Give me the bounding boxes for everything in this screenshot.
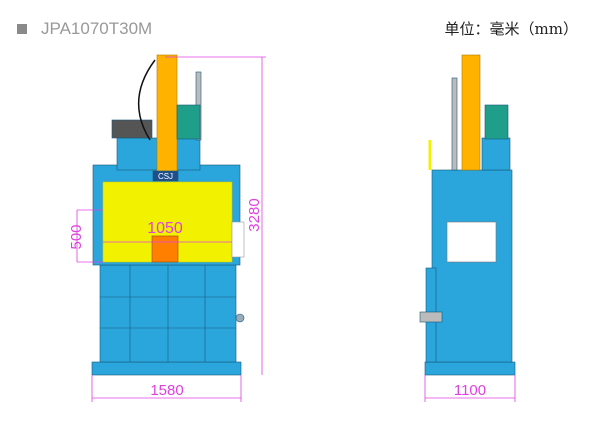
side-view bbox=[419, 54, 516, 376]
depth-dim: 1100 bbox=[454, 382, 486, 399]
side-box bbox=[231, 221, 245, 258]
main-cylinder bbox=[156, 54, 178, 173]
control-panel bbox=[446, 221, 497, 263]
valve-block bbox=[111, 119, 153, 139]
side-cylinder bbox=[461, 54, 481, 171]
unit-label: 单位：毫米（mm） bbox=[444, 20, 578, 38]
side-latch bbox=[419, 311, 443, 323]
logo-plate bbox=[152, 170, 179, 182]
side-motor bbox=[484, 104, 509, 140]
dimensions bbox=[76, 56, 516, 402]
pivot-wheel bbox=[235, 313, 245, 323]
square-bullet-icon bbox=[17, 24, 27, 34]
opening-width-dim: 1050 bbox=[147, 220, 183, 237]
motor bbox=[176, 104, 201, 140]
model-name: JPA1070T30M bbox=[41, 19, 153, 38]
side-rod bbox=[451, 77, 458, 171]
side-body bbox=[431, 169, 513, 363]
width-dim: 1580 bbox=[150, 382, 183, 399]
side-base bbox=[424, 361, 516, 376]
side-motor-housing bbox=[481, 137, 511, 171]
opening-height-dim: 500 bbox=[68, 224, 85, 249]
model-title: JPA1070T30M bbox=[17, 19, 152, 39]
feed-door bbox=[151, 235, 179, 263]
front-view: CSJ bbox=[91, 54, 245, 376]
height-dim: 3280 bbox=[246, 198, 263, 231]
logo-text: CSJ bbox=[158, 172, 173, 181]
front-base bbox=[91, 361, 242, 376]
